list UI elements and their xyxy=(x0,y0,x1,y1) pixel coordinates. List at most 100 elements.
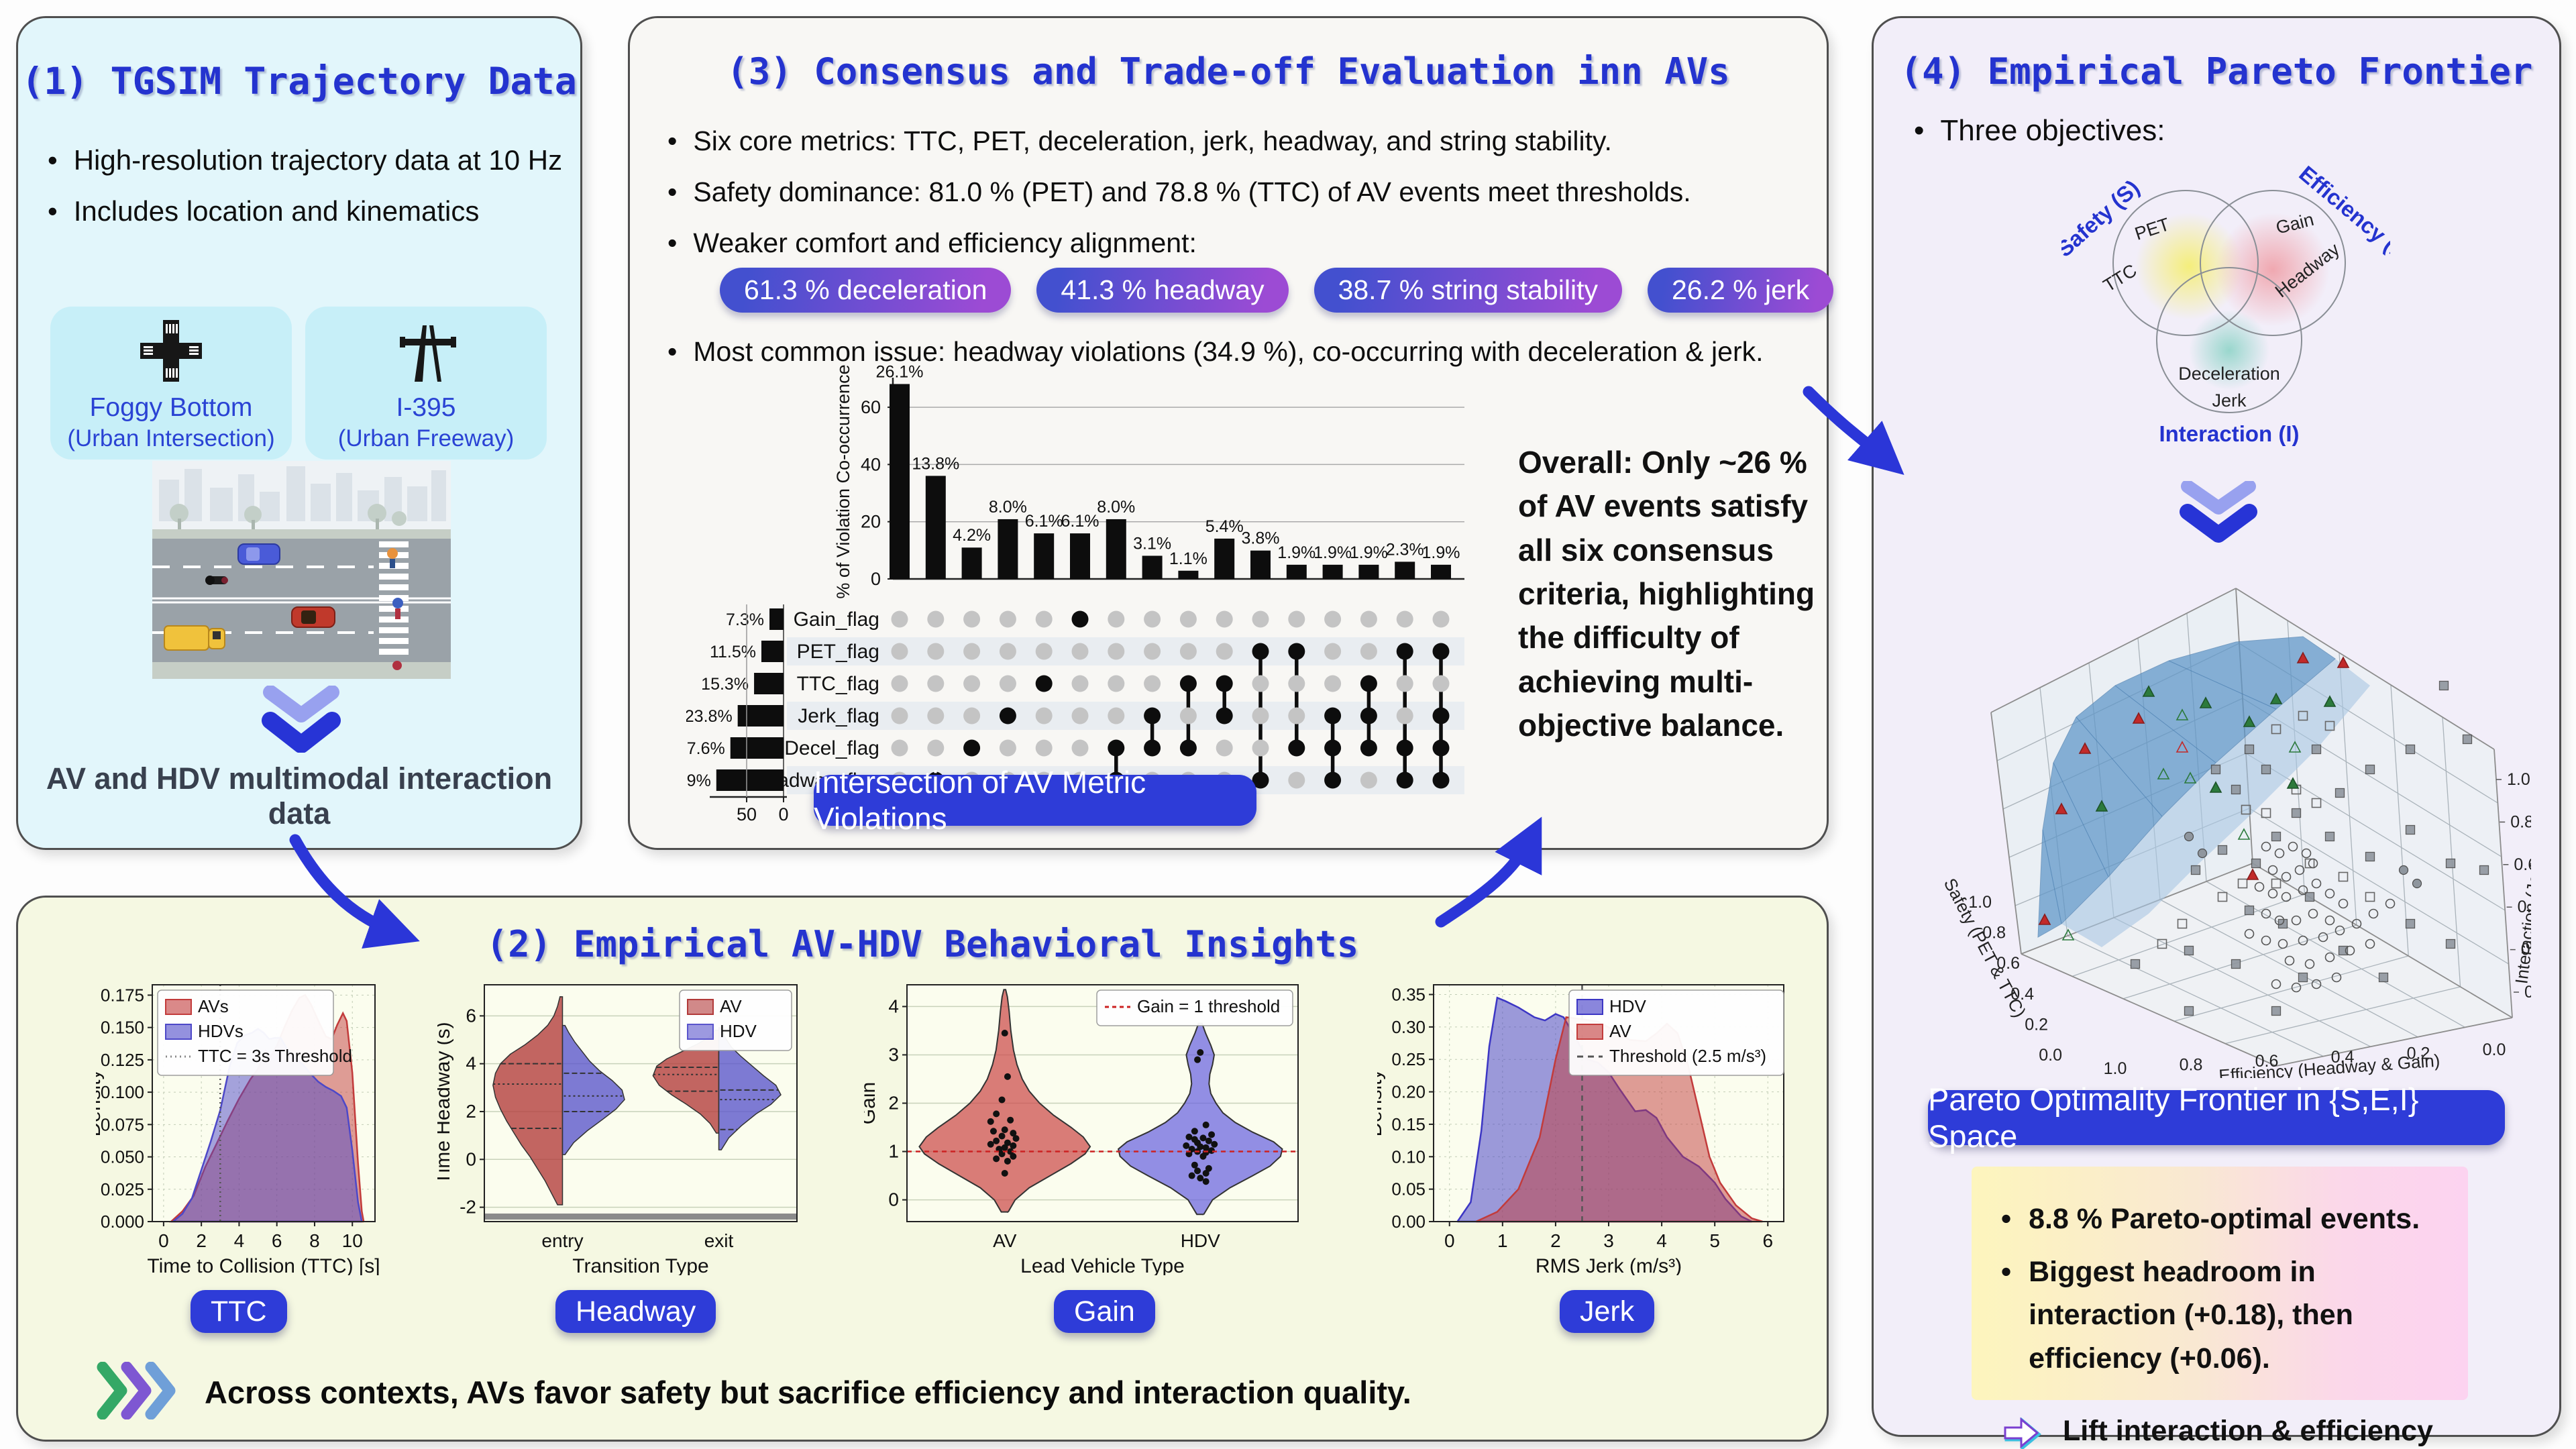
svg-text:13.8%: 13.8% xyxy=(912,454,959,473)
arrow-right-icon xyxy=(2004,1417,2041,1449)
svg-text:1.9%: 1.9% xyxy=(1313,543,1352,562)
pill-headway: Headway xyxy=(555,1290,716,1333)
svg-text:4: 4 xyxy=(234,1230,245,1251)
ttc-density-chart: 0.0000.0250.0500.0750.1000.1250.1500.175… xyxy=(96,984,380,1275)
svg-text:3.1%: 3.1% xyxy=(1133,534,1171,553)
svg-text:6: 6 xyxy=(466,1005,476,1026)
pareto-findings-box: •8.8 % Pareto-optimal events. •Biggest h… xyxy=(1972,1167,2468,1449)
svg-text:0.05: 0.05 xyxy=(1391,1179,1426,1199)
panel4-title: (4) Empirical Pareto Frontier xyxy=(1900,50,2533,93)
svg-text:HDV: HDV xyxy=(1609,996,1647,1016)
venn-circle-safety xyxy=(2112,190,2259,336)
pedestrians xyxy=(387,548,403,670)
svg-text:27.6%: 27.6% xyxy=(686,739,725,758)
svg-text:1.9%: 1.9% xyxy=(1350,543,1388,562)
svg-text:0.0: 0.0 xyxy=(2524,983,2531,1002)
venn-circle-interaction xyxy=(2156,267,2302,413)
site-card-foggy-bottom: Foggy Bottom (Urban Intersection) xyxy=(50,307,292,460)
svg-text:8.0%: 8.0% xyxy=(989,498,1027,517)
svg-text:15.3%: 15.3% xyxy=(701,675,749,694)
svg-text:50: 50 xyxy=(737,804,757,824)
bullet-dot: • xyxy=(2001,1255,2012,1288)
intersection-icon xyxy=(140,320,202,382)
upset-caption-pill: Intersection of AV Metric Violations xyxy=(814,765,1256,836)
svg-text:HDV: HDV xyxy=(720,1021,757,1041)
svg-text:4: 4 xyxy=(466,1053,476,1074)
svg-text:0.0: 0.0 xyxy=(2039,1046,2062,1065)
svg-text:2: 2 xyxy=(1550,1230,1561,1251)
svg-text:4.2%: 4.2% xyxy=(953,526,991,545)
svg-text:Density: Density xyxy=(1377,1069,1386,1136)
svg-text:7.3%: 7.3% xyxy=(726,610,764,629)
svg-text:1.0: 1.0 xyxy=(2104,1059,2127,1078)
svg-text:Gain = 1 threshold: Gain = 1 threshold xyxy=(1137,996,1280,1016)
svg-text:0.20: 0.20 xyxy=(1391,1082,1426,1102)
svg-text:0.15: 0.15 xyxy=(1391,1114,1426,1134)
svg-text:TTC = 3s Threshold: TTC = 3s Threshold xyxy=(198,1046,352,1066)
svg-text:0.2: 0.2 xyxy=(2025,1015,2048,1034)
svg-text:1.9%: 1.9% xyxy=(1422,543,1460,562)
svg-text:Transition Type: Transition Type xyxy=(572,1255,708,1275)
svg-text:Density: Density xyxy=(96,1069,105,1136)
svg-text:0.6: 0.6 xyxy=(2514,855,2531,874)
svg-text:4: 4 xyxy=(888,996,899,1016)
svg-text:0.050: 0.050 xyxy=(101,1147,144,1167)
panel-tgsim-trajectory-data: (1) TGSIM Trajectory Data •High-resoluti… xyxy=(16,16,582,850)
chevron-down-icon xyxy=(2180,481,2257,543)
svg-text:0.175: 0.175 xyxy=(101,985,144,1005)
svg-text:Decel_flag: Decel_flag xyxy=(784,737,879,759)
motorway-icon xyxy=(400,325,456,382)
svg-text:0: 0 xyxy=(158,1230,169,1251)
panel2-takeaway: Across contexts, AVs favor safety but sa… xyxy=(205,1375,1411,1410)
site-subtitle: (Urban Intersection) xyxy=(67,425,275,451)
svg-text:0: 0 xyxy=(778,804,788,824)
panel-consensus-tradeoff: (3) Consensus and Trade-off Evaluation i… xyxy=(628,16,1834,850)
svg-text:0.0: 0.0 xyxy=(2483,1040,2506,1059)
triple-chevron-icon xyxy=(97,1362,176,1419)
svg-text:0: 0 xyxy=(1444,1230,1455,1251)
pill-gain: Gain xyxy=(1054,1290,1155,1333)
svg-text:1.0: 1.0 xyxy=(2507,770,2530,789)
panel3-bullet-1: •Six core metrics: TTC, PET, deceleratio… xyxy=(667,125,1612,156)
venn-circle-efficiency xyxy=(2200,190,2346,336)
svg-text:6.1%: 6.1% xyxy=(1025,512,1063,531)
svg-text:60: 60 xyxy=(861,397,881,417)
svg-text:11.5%: 11.5% xyxy=(710,643,756,661)
svg-text:23.8%: 23.8% xyxy=(686,707,733,726)
venn-item-jerk: Jerk xyxy=(2212,390,2247,411)
svg-text:0.8: 0.8 xyxy=(2180,1055,2203,1074)
svg-text:0: 0 xyxy=(466,1148,476,1169)
svg-text:6: 6 xyxy=(1762,1230,1773,1251)
panel3-bullet-2: •Safety dominance: 81.0 % (PET) and 78.8… xyxy=(667,176,1691,207)
svg-text:1.1%: 1.1% xyxy=(1169,549,1208,568)
svg-text:Threshold (2.5 m/s³): Threshold (2.5 m/s³) xyxy=(1609,1046,1766,1066)
svg-text:4: 4 xyxy=(1656,1230,1667,1251)
venn-label-interaction: Interaction (I) xyxy=(2159,421,2299,446)
svg-text:2.3%: 2.3% xyxy=(1386,540,1424,559)
site-subtitle: (Urban Freeway) xyxy=(337,425,515,451)
objectives-venn-diagram: Safety (S) Efficiency (E) Interaction (I… xyxy=(2061,161,2390,446)
venn-item-deceleration: Deceleration xyxy=(2178,364,2280,384)
svg-text:0.4: 0.4 xyxy=(2010,985,2034,1004)
overall-finding-text: Overall: Only ~26 % of AV events satisfy… xyxy=(1518,445,1815,743)
svg-text:HDV: HDV xyxy=(1181,1230,1220,1251)
pill-ttc: TTC xyxy=(191,1290,287,1333)
panel-pareto-frontier: (4) Empirical Pareto Frontier •Three obj… xyxy=(1872,16,2561,1449)
svg-text:3: 3 xyxy=(888,1044,899,1065)
badge-deceleration: 61.3 % deceleration xyxy=(720,268,1012,313)
svg-text:Jerk_flag: Jerk_flag xyxy=(798,705,879,727)
svg-text:0: 0 xyxy=(871,569,881,589)
svg-text:Lead Vehicle Type: Lead Vehicle Type xyxy=(1020,1255,1185,1275)
venn-label-safety: Safety (S) xyxy=(2061,175,2144,262)
panel1-title: (1) TGSIM Trajectory Data xyxy=(21,60,577,103)
panel3-title: (3) Consensus and Trade-off Evaluation i… xyxy=(727,50,1730,93)
svg-text:Gain: Gain xyxy=(864,1082,879,1124)
svg-text:0.25: 0.25 xyxy=(1391,1049,1426,1069)
svg-text:Gain_flag: Gain_flag xyxy=(794,608,879,631)
svg-text:2: 2 xyxy=(196,1230,207,1251)
badge-string-stability: 38.7 % string stability xyxy=(1313,268,1622,313)
svg-text:0.8: 0.8 xyxy=(2510,812,2531,831)
svg-text:1.9%: 1.9% xyxy=(1277,543,1316,562)
svg-text:0.4: 0.4 xyxy=(2331,1048,2355,1067)
